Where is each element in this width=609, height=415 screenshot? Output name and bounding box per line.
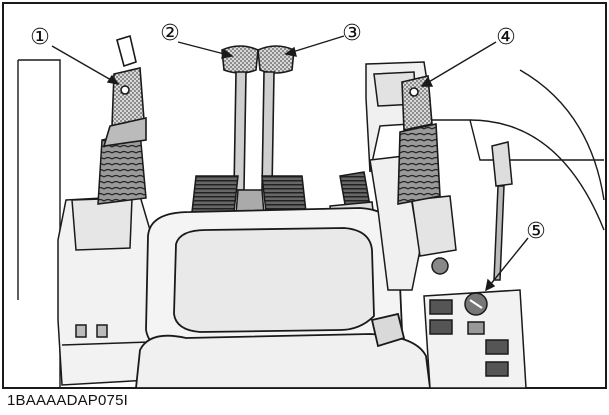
- figure-code: 1BAAAADAP075I: [7, 392, 129, 409]
- left-control-lever: [102, 34, 147, 147]
- callout-4: ④: [496, 25, 516, 50]
- leader-line-1: [51, 45, 119, 85]
- leader-arrow-1: [106, 74, 120, 86]
- leader-arrow-5: [485, 278, 496, 292]
- callout-2: ②: [160, 21, 180, 46]
- callout-1: ①: [30, 25, 50, 50]
- callout-5: ⑤: [526, 219, 546, 244]
- switch-panel: [423, 289, 527, 389]
- operator-seat: [135, 207, 432, 389]
- leader-arrow-4: [420, 76, 434, 87]
- leader-line-5: [485, 237, 529, 291]
- leader-line-3: [285, 35, 345, 55]
- throttle-lever: [491, 141, 513, 281]
- callout-labels: ① ② ③ ④ ⑤: [30, 21, 546, 244]
- left-console: [57, 195, 151, 386]
- right-control-lever: [397, 75, 441, 205]
- leader-arrow-2: [221, 48, 234, 59]
- callout-3: ③: [342, 21, 362, 46]
- leader-line-4: [421, 41, 497, 87]
- leader-arrow-3: [284, 46, 297, 57]
- leader-lines: [51, 35, 529, 292]
